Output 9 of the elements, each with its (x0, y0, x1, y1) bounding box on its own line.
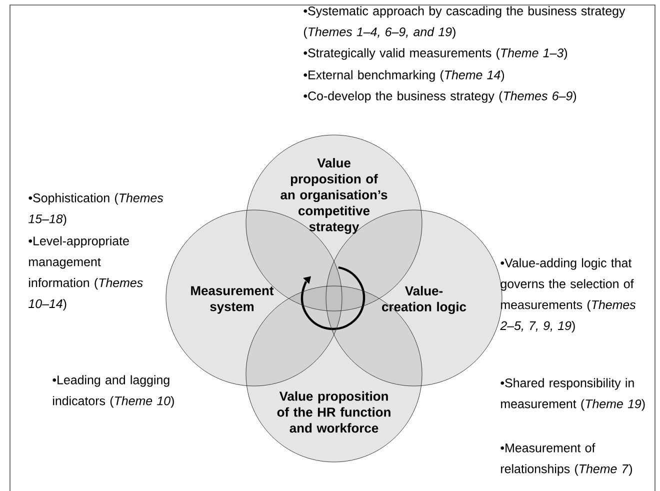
bullet-item: •Measurement of relationships (Theme 7) (500, 443, 632, 476)
bullet-item: •Shared responsibility in measurement (Theme 19) (500, 378, 645, 411)
bullet-item: •External benchmarking (Theme 14) (304, 70, 504, 82)
bullet-item: •Level-appropriate management information (Themes 10–14) (28, 236, 143, 311)
bullet-item: •Value-adding logic that governs the selection of measurements (Themes 2–5, 7, 9, 19) (500, 258, 636, 333)
bullet-item: •Strategically valid measurements (Theme 1–3) (304, 48, 568, 60)
bullet-item: •Sophistication (Themes 15–18) (28, 193, 164, 226)
bullet-item: •Co-develop the business strategy (Themes 6–9) (304, 91, 576, 103)
bullet-item: •Systematic approach by cascading the business strategy (Themes 1–4, 6–9, and 19) (304, 6, 626, 39)
